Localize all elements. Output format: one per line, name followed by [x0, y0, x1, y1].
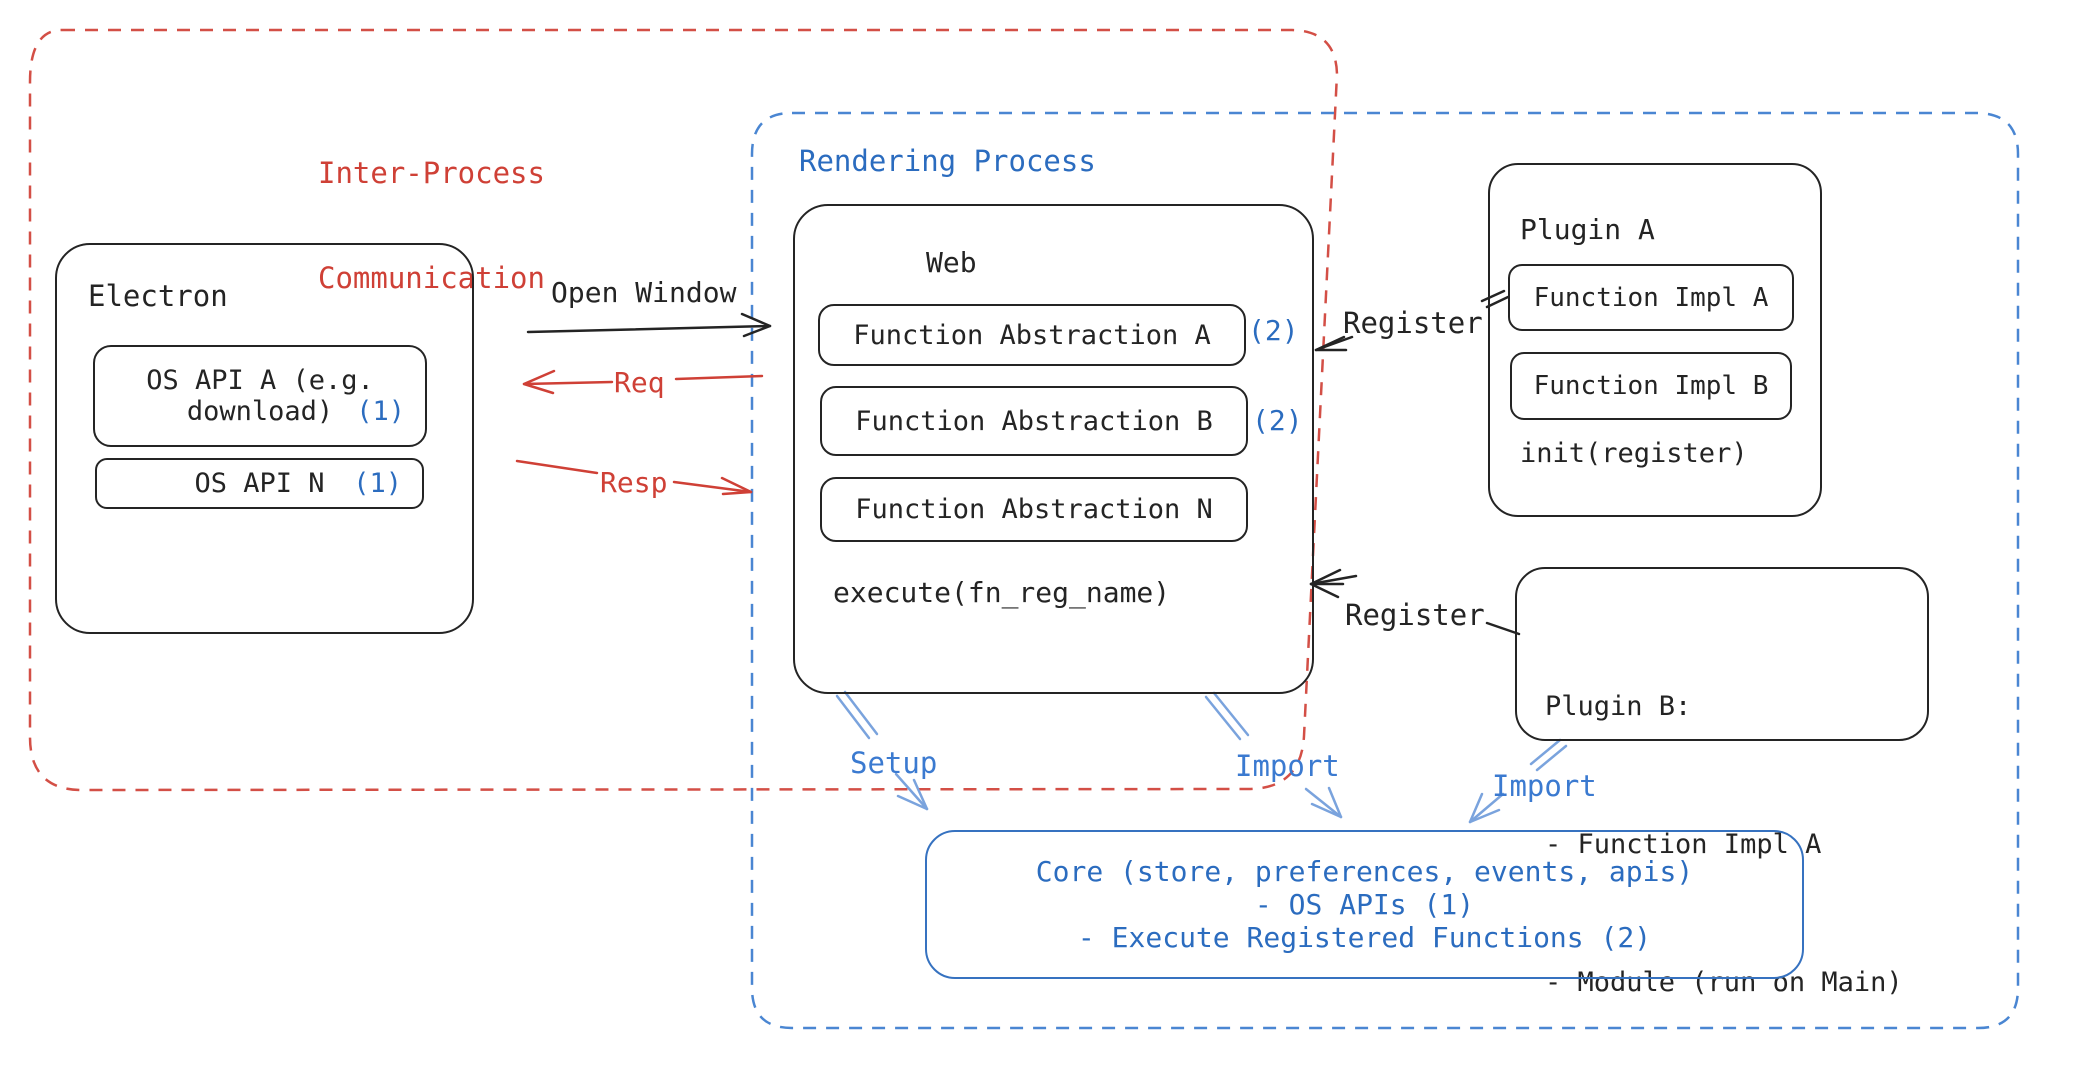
electron-box — [55, 243, 474, 634]
core-box: Core (store, preferences, events, apis) … — [925, 830, 1804, 979]
os-api-n-ref: (1) — [353, 468, 402, 499]
function-impl-b-label: Function Impl B — [1533, 371, 1769, 401]
os-api-a-line2: download) — [186, 396, 334, 427]
function-abstraction-a-box: Function Abstraction A — [818, 304, 1246, 366]
plugin-b-box — [1515, 567, 1929, 741]
function-impl-a-label: Function Impl A — [1533, 282, 1769, 313]
web-title: Web — [926, 246, 977, 279]
plugin-b-line2: - Module (run on Main) — [1545, 967, 1903, 998]
req-label: Req — [614, 366, 665, 399]
core-line-2: - OS APIs (1) — [1254, 888, 1475, 921]
function-abstraction-n-box: Function Abstraction N — [820, 477, 1248, 542]
function-abstraction-n-label: Function Abstraction N — [855, 494, 1213, 525]
plugin-a-box — [1488, 163, 1822, 517]
plugin-b-text: Plugin B: - Function Impl A - Module (ru… — [1545, 592, 1903, 1066]
os-api-n-label: OS API N — [194, 468, 325, 499]
core-line-3: - Execute Registered Functions (2) — [1077, 921, 1652, 954]
web-box — [793, 204, 1314, 694]
os-api-a-box: OS API A (e.g. download) (1) — [93, 345, 427, 447]
core-line-1: Core (store, preferences, events, apis) — [1035, 855, 1694, 888]
plugin-a-init-label: init(register) — [1520, 438, 1748, 469]
open-window-label: Open Window — [551, 276, 737, 309]
function-abstraction-b-ref: (2) — [1252, 404, 1303, 437]
function-impl-b-box: Function Impl B — [1510, 352, 1792, 420]
setup-label: Setup — [850, 746, 938, 780]
execute-label: execute(fn_reg_name) — [833, 576, 1171, 609]
register-bottom-label: Register — [1345, 598, 1485, 632]
function-abstraction-a-ref: (2) — [1248, 314, 1299, 347]
function-abstraction-a-label: Function Abstraction A — [853, 319, 1211, 351]
os-api-a-ref: (1) — [356, 396, 405, 427]
register-top-label: Register — [1343, 306, 1483, 340]
resp-label: Resp — [600, 466, 668, 499]
rendering-region-label: Rendering Process — [799, 144, 1096, 178]
open-window-arrow — [526, 312, 772, 338]
function-abstraction-b-label: Function Abstraction B — [855, 405, 1213, 437]
import-web-label: Import — [1235, 749, 1340, 783]
plugin-b-title: Plugin B: — [1545, 691, 1692, 722]
os-api-a-line1: OS API A (e.g. — [146, 365, 374, 396]
import-plugin-label: Import — [1492, 769, 1597, 803]
electron-title: Electron — [88, 279, 228, 313]
ipc-region-label: Inter-Process Communication — [318, 86, 545, 366]
os-api-n-box: OS API N (1) — [95, 458, 424, 509]
function-abstraction-b-box: Function Abstraction B — [820, 386, 1248, 456]
ipc-region-label-line2: Communication — [318, 261, 545, 295]
plugin-a-title: Plugin A — [1520, 213, 1655, 246]
function-impl-a-box: Function Impl A — [1508, 264, 1794, 331]
ipc-region-label-line1: Inter-Process — [318, 156, 545, 190]
os-api-a-line2-row: download) (1) — [95, 396, 425, 427]
